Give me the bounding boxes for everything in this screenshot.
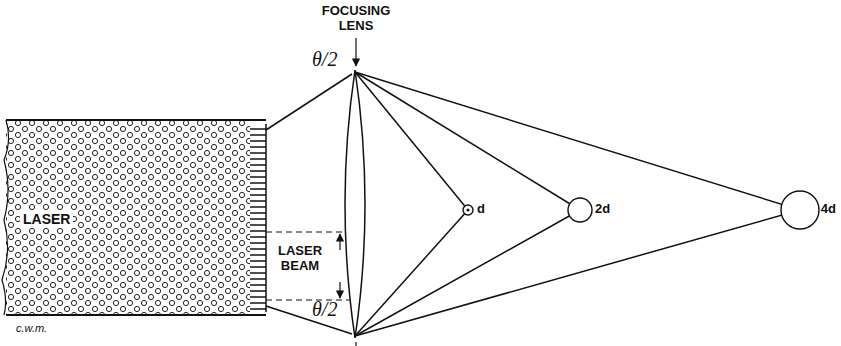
spot-label: 4d [821, 202, 836, 217]
signature: c.w.m. [16, 322, 47, 335]
angle-label: θ/2 [312, 298, 337, 321]
laser-label: LASER [20, 210, 73, 228]
spot-label: 2d [595, 202, 610, 217]
beam-label: LASER BEAM [270, 244, 330, 274]
angle-label: θ/2 [312, 48, 337, 71]
laser-body: LASER [20, 210, 73, 228]
spot-label: d [477, 202, 485, 217]
lens-title: FOCUSING LENS [311, 4, 401, 34]
